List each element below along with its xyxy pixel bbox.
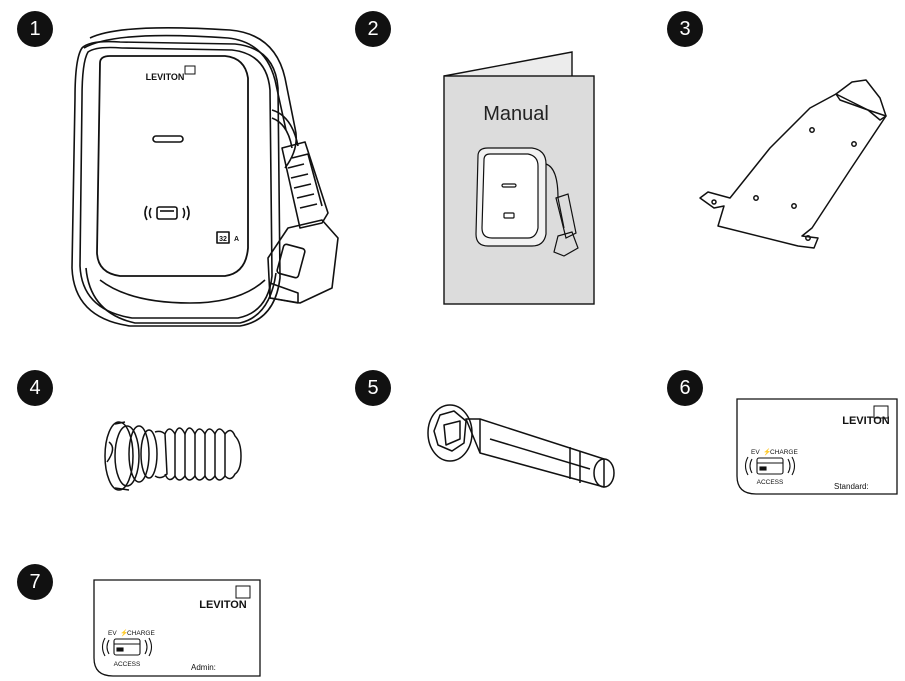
item-1-number-badge: 1 xyxy=(17,11,53,47)
standard-card-brand: LEVITON xyxy=(842,415,890,427)
lightning-icon: ⚡ xyxy=(763,448,771,456)
standard-card-access-label: ACCESS xyxy=(757,479,784,486)
admin-card-charge-label: CHARGE xyxy=(127,630,155,637)
admin-card-access-label: ACCESS xyxy=(114,661,141,668)
standard-card-ev-label: EV xyxy=(751,449,760,456)
standard-card-type-label: Standard: xyxy=(834,482,869,491)
item-6-number-badge: 6 xyxy=(667,370,703,406)
screw-illustration xyxy=(104,421,242,491)
item-2-number-badge: 2 xyxy=(355,11,391,47)
charger-rating-value: 32 xyxy=(219,236,227,243)
manual-title: Manual xyxy=(483,103,549,125)
admin-card-type-label: Admin: xyxy=(191,663,216,672)
charger-rating-unit: A xyxy=(234,236,239,243)
item-5-number-badge: 5 xyxy=(355,370,391,406)
charger-illustration: LEVITON 32 A xyxy=(71,26,339,327)
card-reader-icon xyxy=(744,456,796,476)
admin-card-brand: LEVITON xyxy=(199,599,247,611)
anchor-bolt-illustration xyxy=(427,404,615,488)
manual-illustration: Manual xyxy=(443,51,595,305)
item-7-number-badge: 7 xyxy=(17,564,53,600)
admin-card-ev-label: EV xyxy=(108,630,117,637)
standard-card-illustration: LEVITON EV ⚡ CHARGE ACCESS Standard: xyxy=(736,398,898,495)
card-reader-icon xyxy=(101,637,153,657)
lightning-icon: ⚡ xyxy=(120,629,128,637)
item-4-number-badge: 4 xyxy=(17,370,53,406)
item-3-number-badge: 3 xyxy=(667,11,703,47)
standard-card-charge-label: CHARGE xyxy=(770,449,798,456)
admin-card-illustration: LEVITON EV ⚡ CHARGE ACCESS Admin: xyxy=(93,579,261,677)
charger-brand-label: LEVITON xyxy=(146,72,185,82)
mounting-bracket-illustration xyxy=(699,79,887,249)
